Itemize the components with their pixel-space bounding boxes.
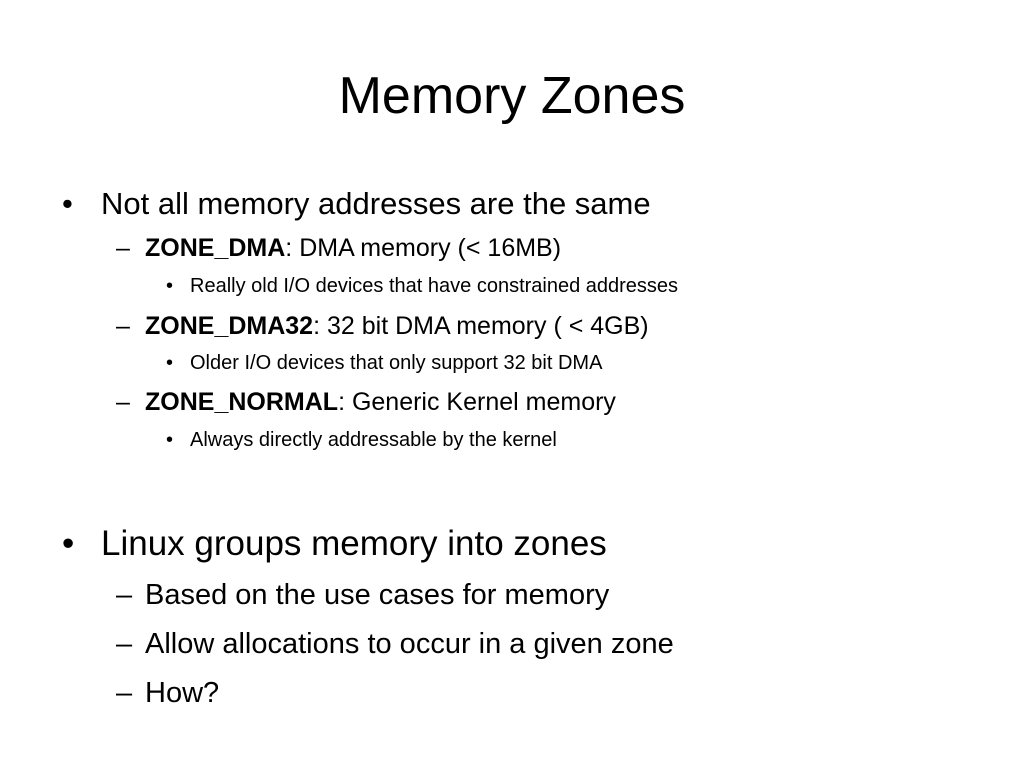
bullet-text-memory-addresses: Not all memory addresses are the same	[101, 186, 651, 221]
slide-title: Memory Zones	[338, 67, 686, 125]
zone-normal-subitem: Always directly addressable by the kerne…	[190, 429, 557, 451]
dash-icon: –	[116, 677, 133, 709]
zone-dma32-subitem: Older I/O devices that only support 32 b…	[190, 352, 603, 374]
zone-dma32-desc: : 32 bit DMA memory ( < 4GB)	[313, 312, 649, 340]
bullet-icon: •	[166, 429, 174, 451]
zone-normal-desc: : Generic Kernel memory	[338, 388, 616, 416]
zone-dma32-term: ZONE_DMA32	[145, 312, 314, 340]
bullet-icon: •	[62, 186, 73, 221]
subitem-use-cases: Based on the use cases for memory	[145, 579, 610, 611]
zone-dma-desc: : DMA memory (< 16MB)	[285, 234, 562, 262]
dash-icon: –	[116, 388, 130, 416]
zone-normal-term: ZONE_NORMAL	[145, 388, 339, 416]
dash-icon: –	[116, 579, 133, 611]
bullet-icon: •	[166, 352, 174, 374]
zone-dma32-item: ZONE_DMA32: 32 bit DMA memory ( < 4GB)	[145, 310, 649, 342]
subitem-how: How?	[145, 677, 220, 709]
dash-icon: –	[116, 312, 130, 340]
zone-normal-item: ZONE_NORMAL: Generic Kernel memory	[145, 386, 616, 418]
dash-icon: –	[116, 628, 133, 660]
zone-dma-subitem: Really old I/O devices that have constra…	[190, 275, 679, 297]
zone-dma-item: ZONE_DMA: DMA memory (< 16MB)	[145, 232, 561, 264]
subitem-allocations: Allow allocations to occur in a given zo…	[145, 628, 674, 660]
bullet-text-linux-groups: Linux groups memory into zones	[101, 524, 607, 563]
bullet-icon: •	[166, 275, 174, 297]
zone-dma-term: ZONE_DMA	[145, 234, 286, 262]
dash-icon: –	[116, 234, 130, 262]
bullet-icon: •	[62, 524, 75, 563]
